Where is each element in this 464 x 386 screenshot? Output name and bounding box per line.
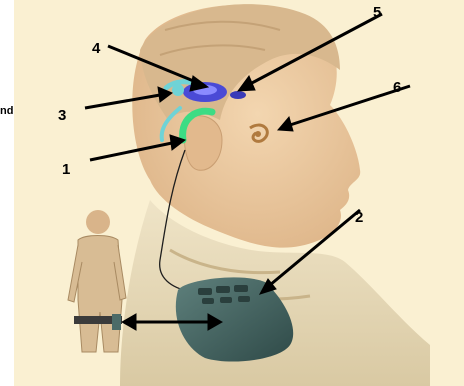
- callout-label-6: 6: [393, 80, 401, 95]
- callout-label-1: 1: [62, 162, 70, 177]
- implant-receiver: [230, 91, 246, 99]
- callout-label-4: 4: [92, 41, 100, 56]
- callout-label-5: 5: [373, 5, 381, 20]
- callout-label-3: 3: [58, 108, 66, 123]
- callout-label-2: 2: [355, 210, 363, 225]
- edge-text: nd: [0, 106, 13, 117]
